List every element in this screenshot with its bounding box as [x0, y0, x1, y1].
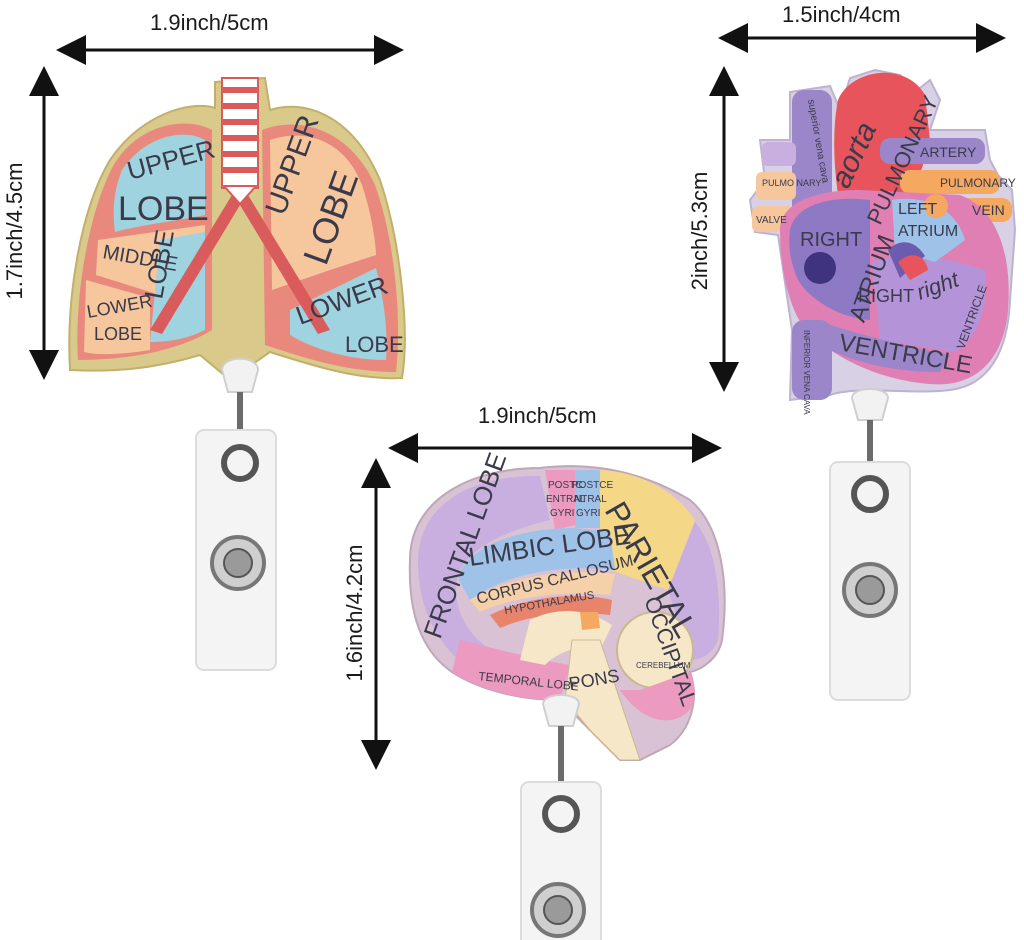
lungs-clip [195, 357, 277, 671]
heart-label: ARTERY [920, 144, 977, 160]
heart-label: LEFT [898, 201, 937, 218]
heart-badge: superior vena cava aorta PULMONARY ARTER… [748, 68, 1017, 415]
heart-label: RIGHT [858, 286, 914, 306]
brain-label: POSTCE [572, 480, 613, 491]
heart-label: PULMONARY [940, 176, 1016, 190]
lung-label: LOBE [94, 324, 142, 344]
brain-width-label: 1.9inch/5cm [478, 403, 597, 428]
heart-label: RIGHT [800, 229, 862, 251]
brain-badge: FRONTAL LOBE LIMBIC LOBE CORPUS CALLOSUM… [408, 449, 726, 761]
brain-label: GYRI [576, 508, 600, 519]
heart-label: PULMO NARY [762, 178, 821, 188]
brain-label: CEREBELLUM [636, 661, 691, 670]
heart-clip [829, 388, 911, 701]
brain-label: NTRAL [574, 494, 607, 505]
heart-label: VALVE [756, 215, 787, 226]
heart-label: INFERIOR VENA CAVA [802, 330, 811, 415]
lung-label: LOBE [345, 332, 404, 357]
lungs-width-label: 1.9inch/5cm [150, 10, 269, 35]
brain-label: POSTC [548, 480, 582, 491]
heart-label: ATRIUM [898, 223, 958, 240]
heart-width-label: 1.5inch/4cm [782, 2, 901, 27]
lungs-badge: UPPER LOBE MIDDLE LOBE LOWER LOBE UPPER … [68, 76, 406, 382]
brain-label: ENTRAL [546, 494, 586, 505]
lung-label: LOBE [118, 190, 209, 228]
brain-clip [520, 694, 602, 940]
brain-label: GYRI [550, 508, 574, 519]
heart-label: VEIN [972, 202, 1005, 218]
